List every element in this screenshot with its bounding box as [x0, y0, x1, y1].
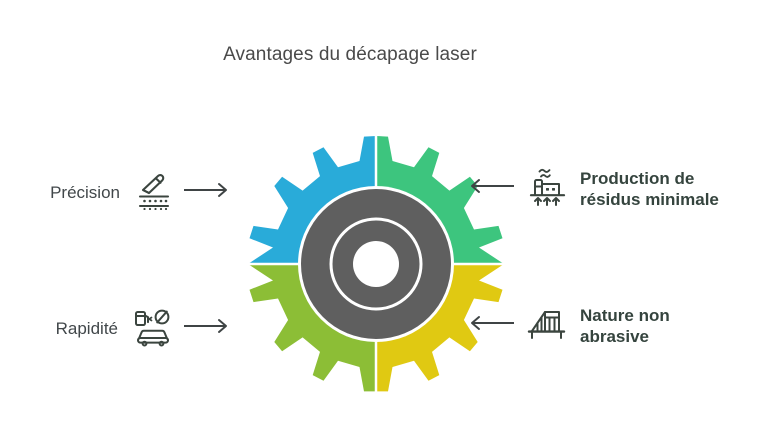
- callout-abrasive[interactable]: Nature non abrasive: [466, 303, 750, 348]
- callout-residus[interactable]: Production de résidus minimale: [466, 165, 750, 212]
- page-title: Avantages du décapage laser: [223, 44, 477, 65]
- callout-precision[interactable]: Précision: [18, 170, 232, 215]
- arrow-right-precision: [184, 181, 232, 204]
- gear-hub-ring: [329, 217, 423, 311]
- arrow-left-residus: [466, 177, 514, 200]
- callout-rapidite[interactable]: Rapidité: [18, 305, 232, 352]
- laser-blade-icon: [134, 170, 174, 215]
- arrow-right-rapidite: [184, 317, 232, 340]
- callout-residus-label: Production de résidus minimale: [580, 168, 719, 209]
- factory-emissions-icon: [526, 165, 568, 212]
- gear-diagram: [240, 128, 512, 400]
- abrasive-block-icon: [526, 303, 568, 348]
- arrow-left-abrasive: [466, 314, 514, 337]
- fast-car-fuel-icon: [132, 305, 174, 352]
- callout-precision-label: Précision: [50, 183, 120, 202]
- callout-abrasive-label: Nature non abrasive: [580, 305, 670, 346]
- callout-rapidite-label: Rapidité: [55, 319, 118, 338]
- gear-center-hole: [353, 241, 399, 287]
